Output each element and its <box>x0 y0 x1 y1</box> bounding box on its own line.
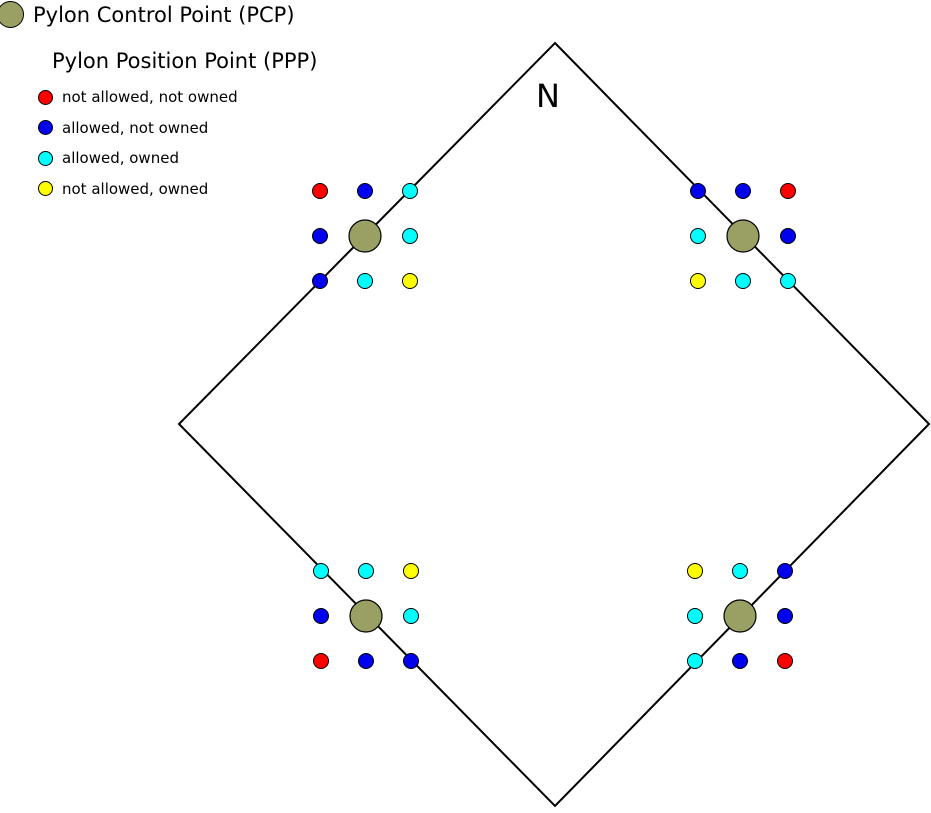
legend-item-label: not allowed, not owned <box>62 88 238 106</box>
ppp-dot-blue <box>313 608 329 624</box>
pcp-dot <box>726 219 760 253</box>
ppp-dot-blue <box>403 653 419 669</box>
ppp-dot-cyan <box>687 608 703 624</box>
legend-item-cyan: allowed, owned <box>38 149 179 167</box>
ppp-dot-cyan <box>402 183 418 199</box>
ppp-dot-cyan <box>358 563 374 579</box>
ppp-dot-blue <box>690 183 706 199</box>
ppp-dot-blue <box>732 653 748 669</box>
legend-item-blue: allowed, not owned <box>38 118 209 137</box>
ppp-dot-yellow <box>403 563 419 579</box>
pylon-cluster-south-east <box>687 563 793 669</box>
pcp-dot <box>349 599 383 633</box>
ppp-dot-cyan <box>690 228 706 244</box>
legend-item-yellow: not allowed, owned <box>38 179 209 198</box>
legend-ppp-title: Pylon Position Point (PPP) <box>52 49 318 73</box>
pcp-legend-icon <box>0 1 24 28</box>
pylon-cluster-north-west <box>312 183 418 289</box>
ppp-dot-cyan <box>403 608 419 624</box>
legend-item-red: not allowed, not owned <box>38 88 238 106</box>
ppp-dot-yellow <box>690 273 706 289</box>
legend-item-label: not allowed, owned <box>62 179 209 198</box>
ppp-legend-dot-icon <box>38 181 53 196</box>
ppp-dot-red <box>312 183 328 199</box>
pcp-dot <box>348 219 382 253</box>
pylon-cluster-north-east <box>690 183 796 289</box>
ppp-legend-dot-icon <box>38 120 53 135</box>
ppp-dot-blue <box>358 653 374 669</box>
pcp-dot <box>723 599 757 633</box>
ppp-dot-cyan <box>732 563 748 579</box>
north-label: N <box>536 77 560 115</box>
ppp-dot-blue <box>735 183 751 199</box>
ppp-dot-blue <box>357 183 373 199</box>
ppp-dot-cyan <box>780 273 796 289</box>
ppp-dot-cyan <box>687 653 703 669</box>
ppp-dot-cyan <box>313 563 329 579</box>
ppp-legend-dot-icon <box>38 89 53 105</box>
ppp-dot-red <box>313 653 329 669</box>
ppp-legend-dot-icon <box>38 150 53 166</box>
ppp-dot-blue <box>780 228 796 244</box>
ppp-dot-blue <box>312 228 328 244</box>
ppp-dot-cyan <box>735 273 751 289</box>
ppp-dot-red <box>780 183 796 199</box>
ppp-dot-cyan <box>357 273 373 289</box>
ppp-dot-blue <box>777 608 793 624</box>
ppp-dot-red <box>777 653 793 669</box>
legend-item-label: allowed, not owned <box>62 118 209 137</box>
legend-item-label: allowed, owned <box>62 149 179 167</box>
ppp-dot-cyan <box>402 228 418 244</box>
legend-pcp-label: Pylon Control Point (PCP) <box>33 2 295 27</box>
ppp-dot-blue <box>777 563 793 579</box>
ppp-dot-yellow <box>402 273 418 289</box>
pylon-cluster-south-west <box>313 563 419 669</box>
ppp-dot-yellow <box>687 563 703 579</box>
legend-pcp-row: Pylon Control Point (PCP) <box>0 1 295 28</box>
region-boundary-diamond <box>177 41 931 808</box>
ppp-dot-blue <box>312 273 328 289</box>
